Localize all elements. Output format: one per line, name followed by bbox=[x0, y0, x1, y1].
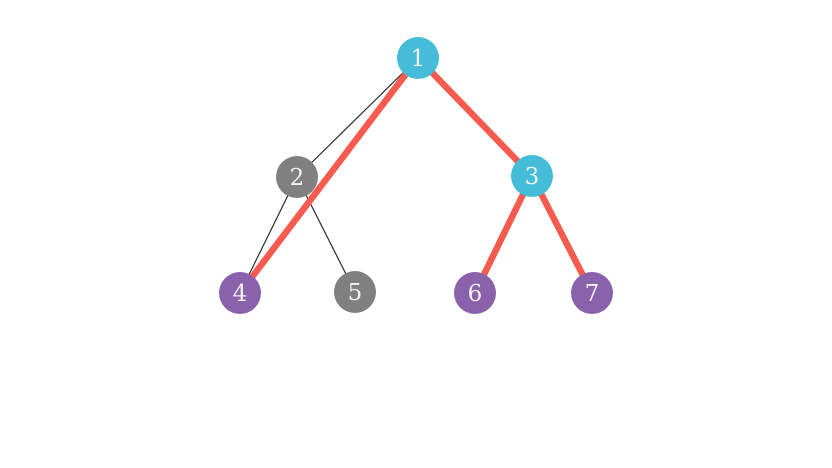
graph-edge-2-4 bbox=[239, 176, 298, 294]
graph-node-label-6: 6 bbox=[468, 281, 483, 307]
graph-node-label-2: 2 bbox=[290, 165, 305, 191]
graph-edge-2-5 bbox=[296, 176, 356, 293]
graph-node-4[interactable]: 4 bbox=[219, 272, 261, 314]
graph-node-circle-7[interactable] bbox=[571, 272, 613, 314]
graph-node-label-1: 1 bbox=[411, 46, 426, 72]
graph-node-circle-2[interactable] bbox=[276, 156, 318, 198]
graph-edge-1-4 bbox=[236, 54, 422, 297]
edges-layer bbox=[236, 54, 596, 297]
graph-node-label-7: 7 bbox=[585, 281, 600, 307]
graph-node-6[interactable]: 6 bbox=[454, 272, 496, 314]
nodes-layer: 1 2 3 4 5 6 7 bbox=[219, 37, 613, 314]
graph-node-7[interactable]: 7 bbox=[571, 272, 613, 314]
graph-edge-3-6 bbox=[471, 172, 536, 297]
graph-node-circle-5[interactable] bbox=[334, 271, 376, 313]
graph-node-label-4: 4 bbox=[233, 281, 248, 307]
graph-node-circle-4[interactable] bbox=[219, 272, 261, 314]
graph-node-circle-3[interactable] bbox=[511, 155, 553, 197]
graph-edge-1-3 bbox=[414, 54, 536, 180]
graph-node-label-3: 3 bbox=[525, 164, 540, 190]
graph-edge-1-2 bbox=[296, 57, 419, 178]
graph-node-5[interactable]: 5 bbox=[334, 271, 376, 313]
graph-node-1[interactable]: 1 bbox=[397, 37, 439, 79]
graph-node-2[interactable]: 2 bbox=[276, 156, 318, 198]
graph-node-label-5: 5 bbox=[348, 280, 363, 306]
graph-node-circle-6[interactable] bbox=[454, 272, 496, 314]
graph-edge-3-7 bbox=[528, 172, 596, 297]
graph-node-3[interactable]: 3 bbox=[511, 155, 553, 197]
graph-node-circle-1[interactable] bbox=[397, 37, 439, 79]
